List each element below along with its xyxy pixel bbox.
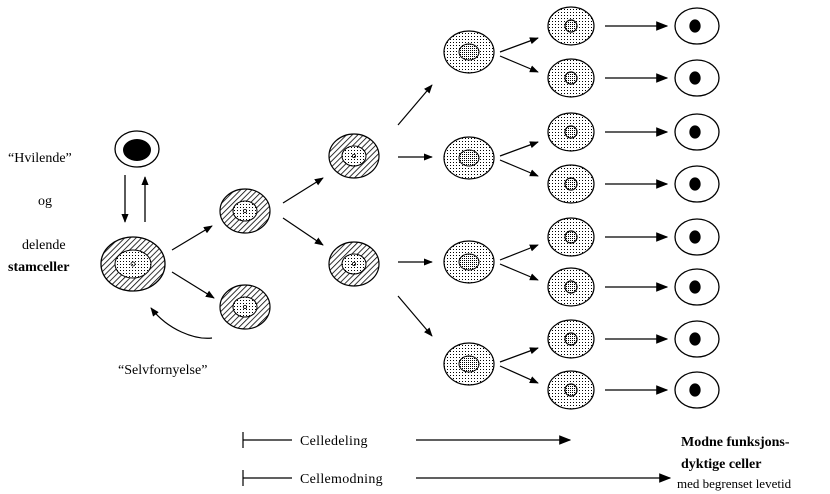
gen3-cell-2 [443, 136, 495, 180]
arrow-to-self-renewal [171, 271, 215, 299]
gen3-cell-4 [443, 342, 495, 386]
label-self-renewal: “Selvfornyelse” [118, 363, 207, 378]
gen1-cell-upper [219, 188, 271, 234]
gen2-cell-lower [328, 241, 380, 287]
gen3-cell-1 [443, 30, 495, 74]
label-dividing: delende [22, 238, 66, 253]
dividing-stem-cell [100, 236, 166, 292]
fork-arrows [499, 37, 539, 384]
timeline-cell-maturation [242, 470, 672, 486]
label-mature-line3: med begrenset levetid [677, 476, 792, 491]
gen3-cell-3 [443, 240, 495, 284]
label-cell-division: Celledeling [300, 434, 368, 449]
label-mature-line2: dyktige celler [681, 457, 761, 472]
gen4-cells [547, 6, 595, 410]
resting-stem-cell [114, 130, 160, 168]
gen2-cell-upper [328, 133, 380, 179]
mature-cells [674, 7, 720, 409]
timeline-cell-division [242, 432, 572, 448]
self-renewal-cell [219, 284, 271, 330]
arrow-to-gen2-upper [282, 177, 324, 204]
label-resting: “Hvilende” [8, 151, 72, 166]
self-renewal-arrow [150, 307, 213, 339]
label-cell-maturation: Cellemodning [300, 472, 383, 487]
arrow-to-gen3-d [397, 295, 433, 337]
label-stem-cells: stamceller [8, 260, 69, 275]
label-mature-line1: Modne funksjons- [681, 435, 790, 450]
arrow-to-gen3-a [397, 84, 433, 126]
maturation-arrows [605, 21, 669, 395]
label-and: og [38, 194, 52, 209]
arrow-to-gen2-lower [282, 217, 324, 246]
arrow-to-gen1-upper [171, 225, 213, 251]
